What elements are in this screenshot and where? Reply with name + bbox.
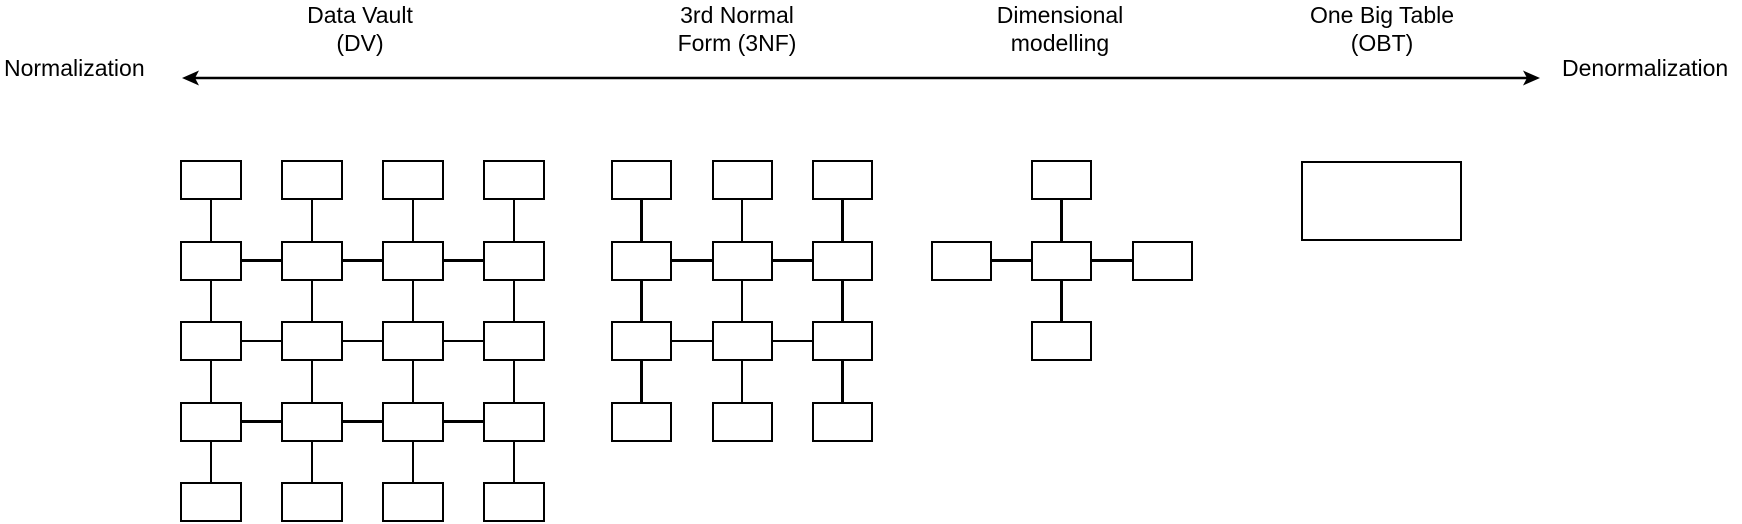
connector-line: [512, 361, 516, 402]
connector-line: [1092, 259, 1132, 262]
connector-line: [343, 339, 382, 343]
table-box-third-normal-form: [812, 321, 873, 361]
connector-line: [242, 420, 281, 423]
table-box-data-vault: [281, 482, 343, 522]
connector-line: [640, 280, 643, 321]
table-box-data-vault: [180, 321, 242, 361]
table-box-data-vault: [483, 401, 545, 442]
table-box-data-vault: [382, 240, 444, 281]
model-title-line1: Data Vault: [307, 2, 413, 28]
table-box-dimensional-modelling: [1031, 240, 1092, 281]
table-box-third-normal-form: [711, 321, 773, 361]
connector-line: [772, 339, 812, 343]
table-box-third-normal-form: [812, 401, 873, 442]
connector-line: [209, 200, 213, 241]
table-box-third-normal-form: [611, 401, 672, 442]
table-box-dimensional-modelling: [1031, 160, 1092, 200]
model-title-line2: (DV): [336, 29, 384, 56]
connector-line: [310, 361, 314, 402]
connector-line: [411, 280, 415, 321]
table-box-data-vault: [281, 401, 343, 442]
table-box-data-vault: [281, 240, 343, 281]
table-box-third-normal-form: [711, 160, 773, 200]
connector-line: [640, 200, 643, 241]
model-title-line1: One Big Table: [1309, 2, 1455, 28]
table-box-data-vault: [382, 401, 444, 442]
connector-line: [841, 280, 844, 321]
connector-line: [672, 339, 712, 343]
connector-line: [444, 420, 483, 423]
connector-line: [310, 200, 314, 241]
table-box-data-vault: [180, 240, 242, 281]
model-title-line2: Form (3NF): [677, 29, 797, 56]
arrowhead-icon: [1523, 70, 1540, 86]
spectrum-double-arrow: [182, 70, 1540, 86]
table-box-dimensional-modelling: [1031, 321, 1092, 361]
connector-line: [640, 361, 643, 402]
denormalization-label: Denormalization: [1562, 55, 1729, 81]
connector-line: [310, 280, 314, 321]
table-box-dimensional-modelling: [1131, 240, 1193, 281]
connector-line: [343, 420, 382, 423]
connector-line: [740, 200, 744, 241]
model-title-data-vault: Data Vault (DV): [307, 2, 413, 57]
connector-line: [1060, 200, 1063, 241]
table-box-data-vault: [382, 482, 444, 522]
connector-line: [841, 200, 844, 241]
connector-line: [209, 280, 213, 321]
connector-line: [512, 280, 516, 321]
table-box-data-vault: [180, 401, 242, 442]
connector-line: [343, 259, 382, 262]
model-title-line1: Dimensional: [996, 2, 1124, 28]
arrowhead-icon: [182, 70, 199, 86]
connector-line: [209, 361, 213, 402]
model-title-line1: 3rd Normal: [680, 2, 794, 28]
connector-line: [512, 200, 516, 241]
connector-line: [411, 200, 415, 241]
table-box-data-vault: [281, 321, 343, 361]
table-box-data-vault: [382, 321, 444, 361]
table-box-third-normal-form: [611, 321, 672, 361]
table-box-third-normal-form: [611, 160, 672, 200]
table-box-data-vault: [483, 482, 545, 522]
connector-line: [444, 339, 483, 343]
model-title-3nf: 3rd Normal Form (3NF): [678, 2, 797, 57]
table-box-one-big-table: [1301, 161, 1462, 241]
table-box-dimensional-modelling: [930, 240, 992, 281]
table-box-third-normal-form: [812, 240, 873, 281]
table-box-data-vault: [483, 160, 545, 200]
model-title-obt: One Big Table (OBT): [1310, 2, 1454, 57]
connector-line: [772, 259, 812, 262]
table-box-data-vault: [180, 160, 242, 200]
connector-line: [512, 441, 516, 482]
connector-line: [672, 259, 712, 262]
connector-line: [740, 280, 744, 321]
table-box-third-normal-form: [812, 160, 873, 200]
table-box-data-vault: [281, 160, 343, 200]
model-title-line2: modelling: [1010, 29, 1110, 56]
table-box-data-vault: [180, 482, 242, 522]
connector-line: [841, 361, 844, 402]
table-box-data-vault: [382, 160, 444, 200]
connector-line: [991, 259, 1031, 262]
connector-line: [411, 441, 415, 482]
connector-line: [740, 361, 744, 402]
connector-line: [411, 361, 415, 402]
table-box-third-normal-form: [711, 401, 773, 442]
connector-line: [242, 339, 281, 343]
connector-line: [209, 441, 213, 482]
model-title-dimensional: Dimensional modelling: [997, 2, 1124, 57]
connector-line: [310, 441, 314, 482]
connector-line: [444, 259, 483, 262]
normalization-label: Normalization: [4, 55, 145, 81]
connector-line: [242, 259, 281, 262]
table-box-data-vault: [483, 240, 545, 281]
table-box-third-normal-form: [611, 240, 672, 281]
connector-line: [1060, 280, 1063, 321]
table-box-data-vault: [483, 321, 545, 361]
table-box-third-normal-form: [711, 240, 773, 281]
model-title-line2: (OBT): [1350, 29, 1414, 56]
